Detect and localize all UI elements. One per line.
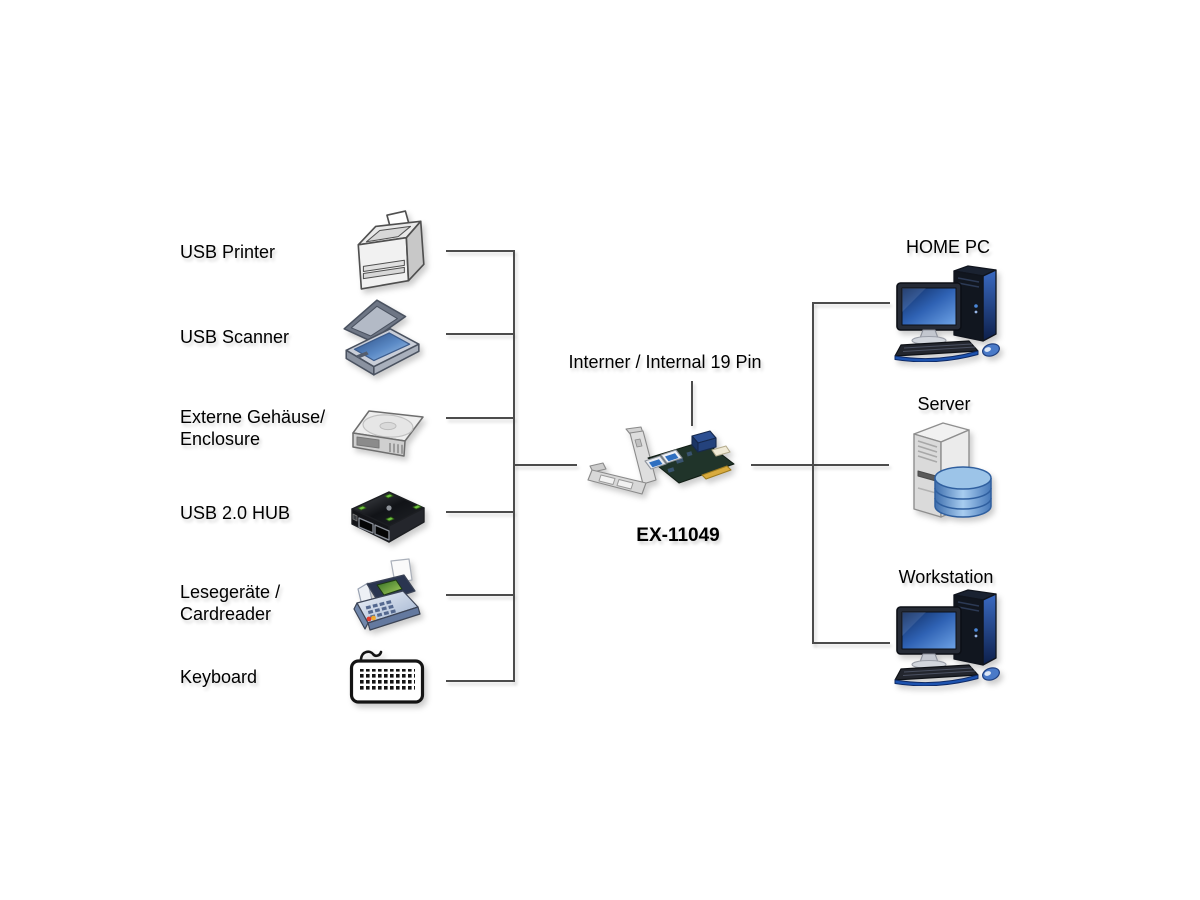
usb-scanner-label: USB Scanner	[180, 326, 289, 348]
homepc-branch-line	[812, 302, 890, 304]
desktop-pc-icon	[894, 589, 1000, 686]
keyboard-label: Keyboard	[180, 666, 257, 688]
usb-printer-label-text: USB Printer	[180, 242, 276, 262]
keyboard-icon	[349, 650, 425, 704]
scanner-branch-line	[446, 333, 514, 335]
left-bus-line	[513, 250, 515, 682]
card-to-server-line	[751, 464, 889, 466]
printer-branch-line	[446, 250, 514, 252]
pcie-usb3-card-icon	[587, 426, 735, 495]
usb-hub-label-text: USB 2.0 HUB	[180, 503, 291, 523]
right-bus-line	[812, 302, 814, 644]
cardreader-icon	[353, 558, 421, 631]
printer-icon	[357, 210, 425, 290]
cardreader-branch-line	[446, 594, 514, 596]
home-pc-label-text: HOME PC	[905, 237, 990, 257]
desktop-pc-icon	[894, 265, 1000, 362]
internal-19pin-label: Interner / Internal 19 Pin	[540, 351, 790, 373]
enclosure-label-line2: Enclosure	[180, 429, 261, 449]
usb-hub-label: USB 2.0 HUB	[180, 502, 290, 524]
internal-19pin-label-text: Interner / Internal 19 Pin	[568, 352, 762, 372]
server-label-text: Server	[917, 394, 971, 414]
model-label-text: EX-11049	[636, 525, 720, 546]
cardreader-label: Lesegeräte /Cardreader	[180, 581, 280, 625]
workstation-label-text: Workstation	[898, 567, 994, 587]
server-label: Server	[844, 393, 1044, 415]
bus-to-card-line	[513, 464, 577, 466]
workstation-label: Workstation	[846, 566, 1046, 588]
home-pc-label: HOME PC	[848, 236, 1048, 258]
enclosure-branch-line	[446, 417, 514, 419]
server-icon	[913, 422, 992, 518]
enclosure-label: Externe Gehäuse/Enclosure	[180, 406, 325, 450]
usb-scanner-label-text: USB Scanner	[180, 327, 290, 347]
cardreader-label-line2: Cardreader	[180, 604, 272, 624]
keyboard-label-text: Keyboard	[180, 667, 258, 687]
model-label: EX-11049	[578, 525, 778, 547]
external-enclosure-icon	[352, 410, 424, 457]
enclosure-label-line1: Externe Gehäuse/	[180, 407, 326, 427]
scanner-icon	[343, 299, 420, 376]
usb-printer-label: USB Printer	[180, 241, 275, 263]
keyboard-branch-line	[446, 680, 514, 682]
workstation-branch-line	[812, 642, 890, 644]
cardreader-label-line1: Lesegeräte /	[180, 582, 281, 602]
usb-hub-icon	[351, 491, 425, 543]
19pin-pointer-line	[691, 381, 693, 426]
hub-branch-line	[446, 511, 514, 513]
